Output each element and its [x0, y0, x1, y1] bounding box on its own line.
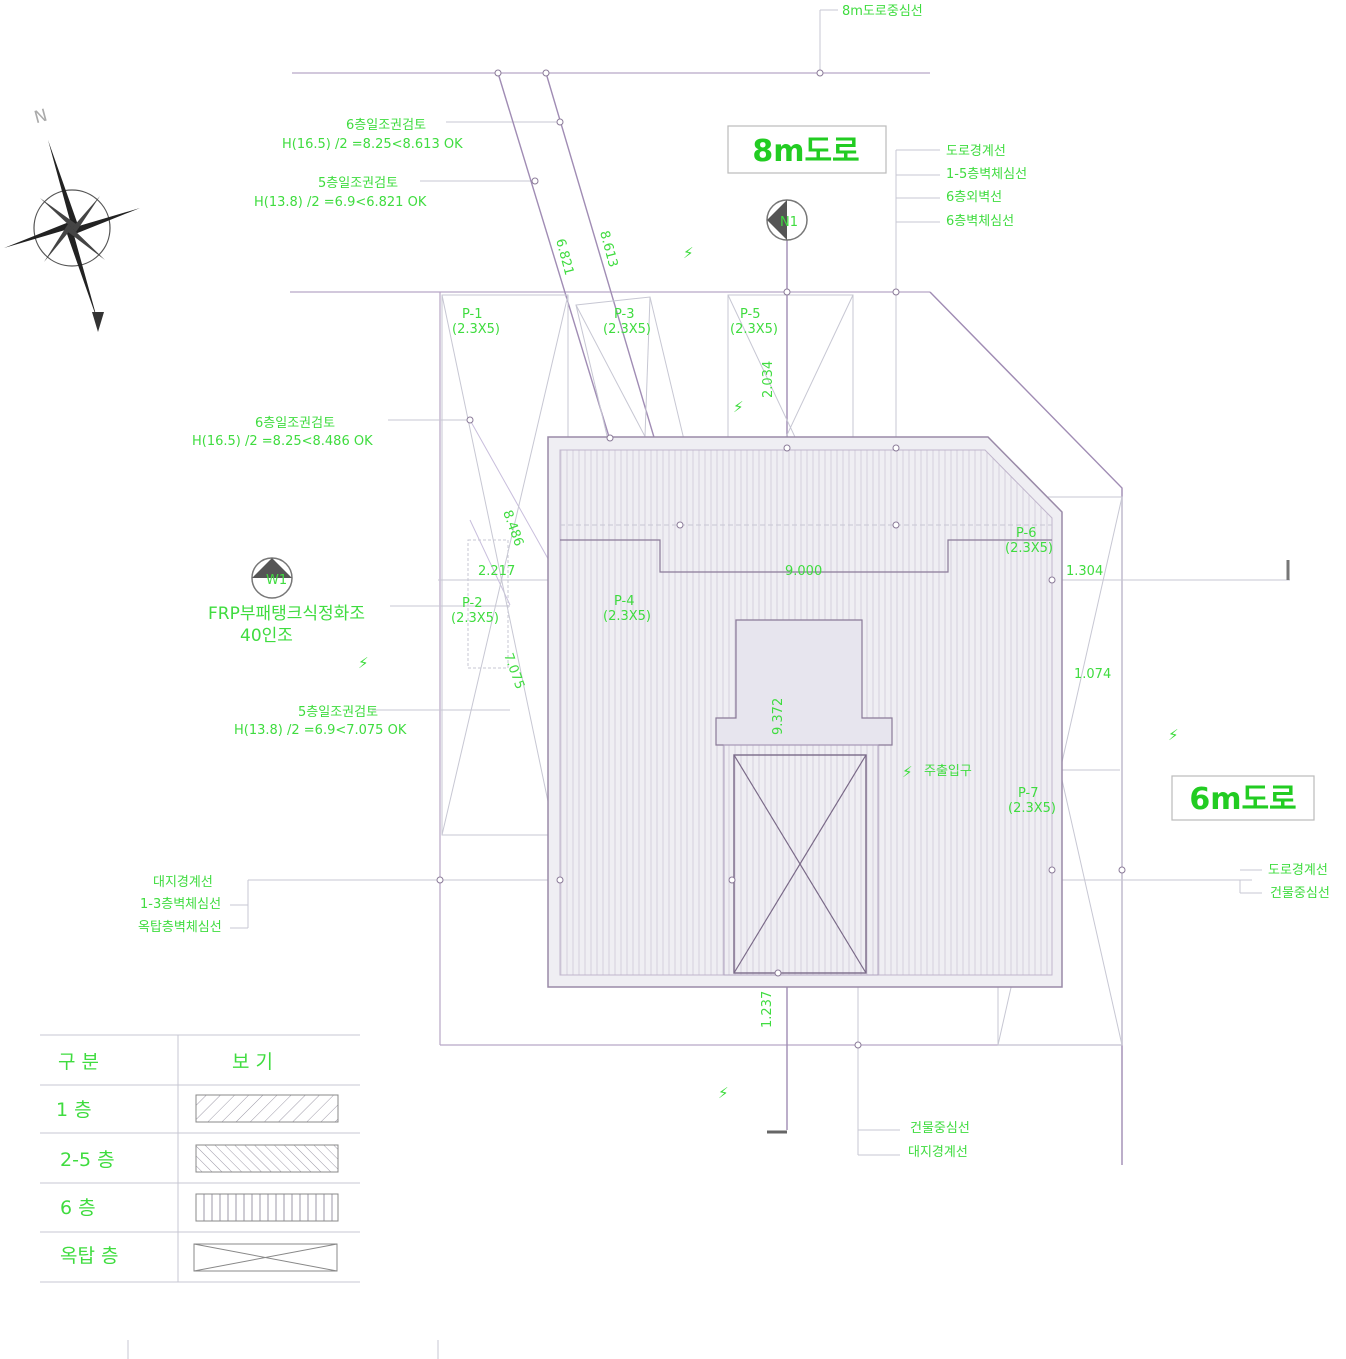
- height-check-3-title: 6층일조권검토: [255, 416, 335, 431]
- west-note-rooftop-wall: 옥탑층벽체심선: [138, 920, 222, 935]
- parking-p4-name: P-4: [614, 594, 635, 609]
- dim-7075: 7.075: [500, 651, 527, 691]
- west-note-wall-1-3: 1-3층벽체심선: [140, 897, 221, 912]
- north-note-road-boundary: 도로경계선: [946, 144, 1006, 159]
- legend-swatch-6f: [195, 1193, 339, 1222]
- height-check-4-title: 5층일조권검토: [298, 705, 378, 720]
- parking-p6-name: P-6: [1016, 526, 1037, 541]
- dim-2217: 2.217: [478, 564, 515, 579]
- parking-p2-name: P-2: [462, 596, 483, 611]
- building-footprint: [547, 436, 1063, 988]
- svg-text:W1: W1: [266, 573, 287, 588]
- north-road-label: 8m도로: [752, 134, 859, 169]
- south-note-lot-boundary: 대지경계선: [908, 1145, 968, 1160]
- legend-table: 구 분 보 기 1 층 2-5 층 6 층 옥탑 층: [40, 1034, 360, 1283]
- dim-1237: 1.237: [760, 991, 775, 1028]
- parking-p3-name: P-3: [614, 307, 635, 322]
- septic-tank-label: FRP부패탱크식정화조: [208, 604, 365, 624]
- parking-p7-size: (2.3X5): [1008, 801, 1056, 816]
- parking-p1-name: P-1: [462, 307, 483, 322]
- parking-p5-name: P-5: [740, 307, 761, 322]
- parking-p5-size: (2.3X5): [730, 322, 778, 337]
- east-note-road-boundary: 도로경계선: [1268, 863, 1328, 878]
- svg-text:⚡: ⚡: [1168, 726, 1179, 744]
- legend-swatch-1f: [195, 1094, 339, 1123]
- parking-p2-size: (2.3X5): [451, 611, 499, 626]
- top-centerline-note: 8m도로중심선: [842, 4, 923, 19]
- legend-row-1-label: 1 층: [56, 1099, 92, 1121]
- legend-row-3-label: 6 층: [60, 1197, 96, 1219]
- svg-text:N: N: [32, 106, 49, 129]
- reference-nodes: [436, 69, 1126, 1049]
- section-mark-west: W1: [251, 557, 293, 599]
- entrance-label: 주출입구: [924, 764, 972, 779]
- north-note-outer-wall-6: 6층외벽선: [946, 190, 1002, 205]
- parking-p1-size: (2.3X5): [452, 322, 500, 337]
- legend-row-4-label: 옥탑 층: [60, 1245, 118, 1267]
- legend-swatch-2-5f: [195, 1144, 339, 1173]
- height-check-4-formula: H(13.8) /2 =6.9<7.075 OK: [234, 723, 407, 738]
- svg-text:⚡: ⚡: [683, 244, 694, 262]
- dim-8613: 8.613: [596, 229, 620, 269]
- parking-p3-size: (2.3X5): [603, 322, 651, 337]
- north-note-wall-1-5: 1-5층벽체심선: [946, 167, 1027, 182]
- west-note-lot-boundary: 대지경계선: [153, 875, 213, 890]
- south-note-building-center: 건물중심선: [910, 1121, 970, 1136]
- height-check-2-title: 5층일조권검토: [318, 176, 398, 191]
- legend-swatch-rooftop: [193, 1243, 338, 1272]
- section-mark-north: N1: [766, 199, 808, 241]
- north-road-box: [727, 125, 887, 174]
- east-road-label: 6m도로: [1189, 782, 1296, 817]
- north-arrow-icon: N: [4, 106, 140, 332]
- parking-p4-size: (2.3X5): [603, 609, 651, 624]
- dim-2034: 2.034: [761, 361, 776, 398]
- east-road-box: [1171, 775, 1315, 821]
- north-note-wall-6: 6층벽체심선: [946, 214, 1014, 229]
- svg-text:⚡: ⚡: [358, 654, 369, 672]
- entrance-marker-icon: ⚡: [902, 763, 913, 781]
- svg-text:⚡: ⚡: [718, 1084, 729, 1102]
- dim-9372: 9.372: [771, 698, 786, 735]
- height-check-2-formula: H(13.8) /2 =6.9<6.821 OK: [254, 195, 427, 210]
- dim-1304: 1.304: [1066, 564, 1103, 579]
- parking-p7-name: P-7: [1018, 786, 1039, 801]
- dim-1074: 1.074: [1074, 667, 1111, 682]
- legend-header-sample: 보 기: [232, 1051, 273, 1073]
- parking-p6-size: (2.3X5): [1005, 541, 1053, 556]
- legend-header-category: 구 분: [58, 1051, 99, 1073]
- dim-6821: 6.821: [552, 237, 576, 277]
- svg-text:⚡: ⚡: [733, 398, 744, 416]
- height-check-3-formula: H(16.5) /2 =8.25<8.486 OK: [192, 434, 373, 449]
- dim-8486: 8.486: [499, 508, 526, 548]
- height-check-1-title: 6층일조권검토: [346, 118, 426, 133]
- east-note-building-center: 건물중심선: [1270, 886, 1330, 901]
- svg-text:N1: N1: [780, 215, 798, 230]
- legend-row-2-label: 2-5 층: [60, 1149, 115, 1171]
- dim-9000: 9.000: [785, 564, 822, 579]
- height-check-1-formula: H(16.5) /2 =8.25<8.613 OK: [282, 137, 463, 152]
- septic-capacity-label: 40인조: [240, 626, 293, 646]
- level-markers: ⚡ ⚡ ⚡ ⚡ ⚡: [358, 244, 1179, 1102]
